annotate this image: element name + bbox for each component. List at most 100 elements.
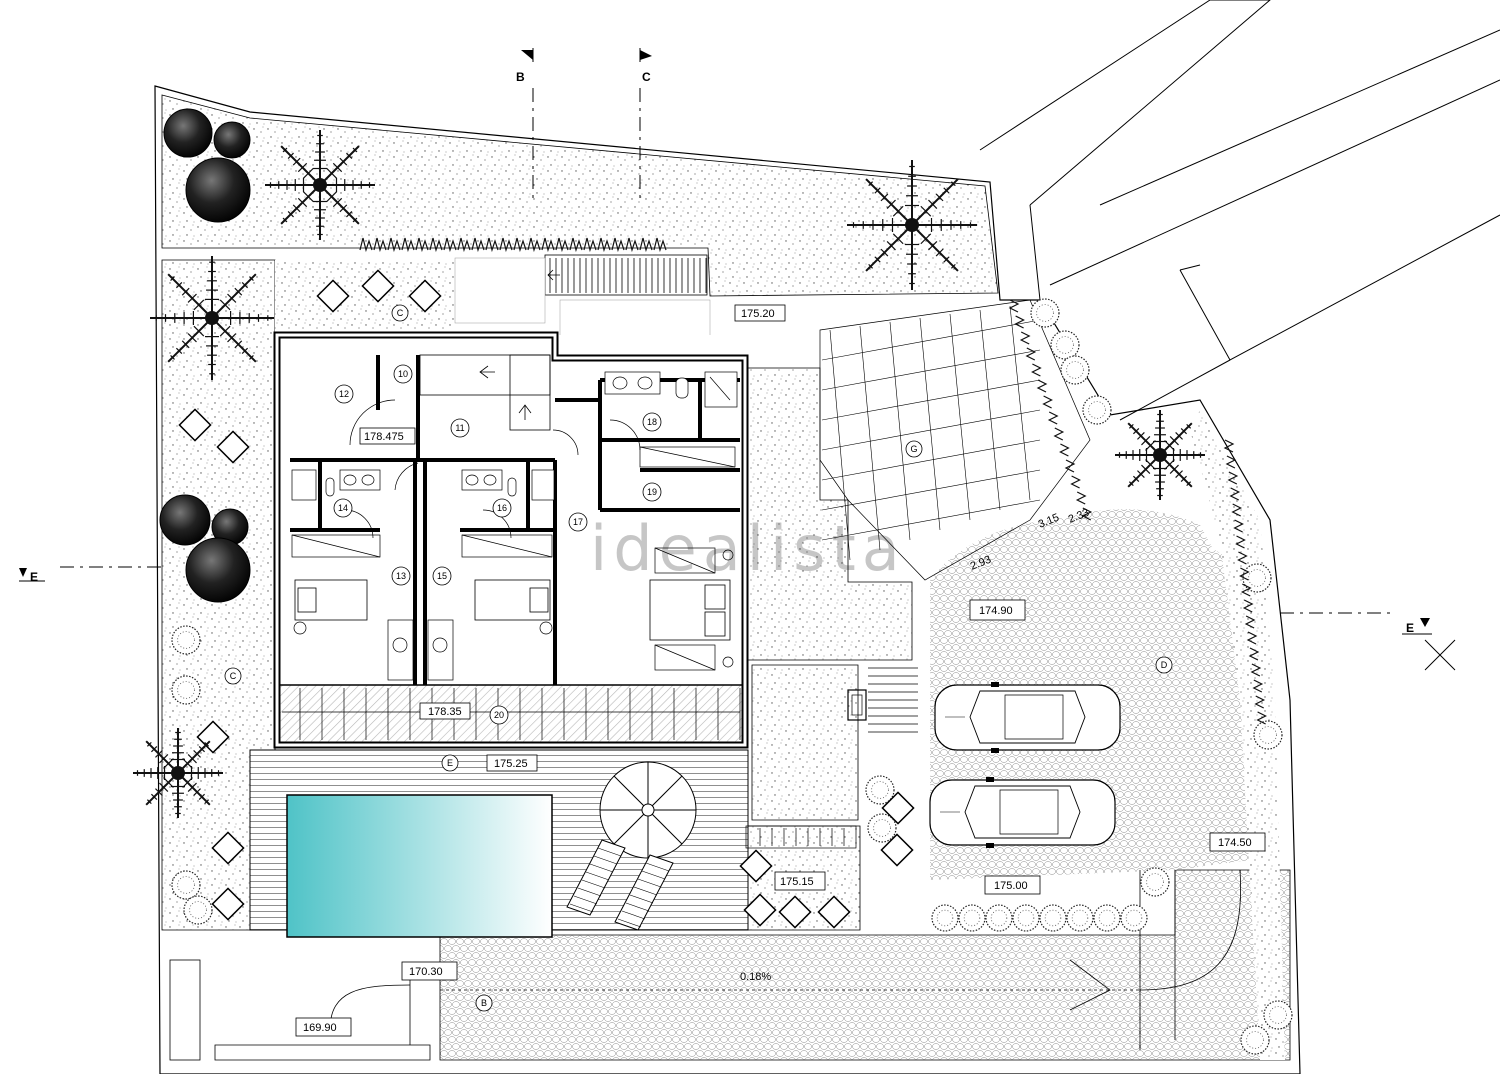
watermark: idealista: [590, 512, 906, 585]
shrub: [1093, 904, 1121, 932]
planter: [211, 887, 245, 921]
tree-canopy: [163, 108, 213, 158]
zone-b: B: [481, 998, 487, 1008]
bed: [294, 579, 731, 641]
shrub: [1066, 904, 1094, 932]
shrub: [1050, 330, 1080, 360]
planter: [778, 895, 812, 929]
zone-c-left: C: [230, 671, 237, 681]
shrub: [171, 625, 201, 655]
level-178-475: 178.475: [364, 431, 404, 443]
room-tags: [224, 304, 1173, 1012]
shrub: [1030, 298, 1060, 328]
planter: [817, 895, 851, 929]
dark-trees: [159, 108, 251, 603]
room-13: 13: [396, 571, 406, 581]
parked-cars: [929, 682, 1121, 848]
umbrella: [599, 761, 697, 859]
room-12: 12: [339, 389, 349, 399]
slope-label: 0.18%: [740, 971, 771, 983]
shrub: [1140, 867, 1170, 897]
shrub: [1039, 904, 1067, 932]
palm-tree: [1115, 410, 1205, 500]
planter: [216, 430, 250, 464]
planter: [881, 791, 915, 825]
room-16: 16: [497, 503, 507, 513]
section-label-e-left: E: [30, 570, 38, 584]
planter: [361, 269, 395, 303]
pool-deck: [249, 749, 749, 938]
palm-tree: [150, 256, 274, 380]
shrub: [1242, 563, 1272, 593]
tree-canopy: [213, 121, 251, 159]
zone-e: E: [447, 758, 453, 768]
car: [934, 682, 1121, 753]
room-10: 10: [398, 369, 408, 379]
car: [929, 777, 1116, 848]
room-20: 20: [494, 710, 504, 720]
level-175-15: 175.15: [780, 876, 814, 888]
shrub: [1263, 1000, 1293, 1030]
shrub: [931, 904, 959, 932]
shrub: [867, 813, 897, 843]
swimming-pool: [286, 794, 553, 938]
section-label-e-right: E: [1406, 621, 1414, 635]
planter-boxes: [178, 269, 915, 929]
planter: [211, 831, 245, 865]
shrub: [985, 904, 1013, 932]
level-178-35: 178.35: [428, 706, 462, 718]
tree-canopy: [185, 157, 251, 223]
palm-tree: [265, 130, 375, 240]
shrub: [865, 775, 895, 805]
section-arrows: [19, 48, 1456, 671]
level-169-90: 169.90: [303, 1022, 337, 1034]
shrub: [1060, 355, 1090, 385]
room-14: 14: [338, 503, 348, 513]
room-18: 18: [647, 417, 657, 427]
section-lines: [60, 88, 1390, 614]
shrub: [1120, 904, 1148, 932]
house: [273, 331, 749, 749]
level-175-25: 175.25: [494, 758, 528, 770]
bathroom-fixtures: [291, 371, 738, 501]
planter: [178, 408, 212, 442]
level-175-20: 175.20: [741, 308, 775, 320]
neighbour-buildings: [979, 0, 1500, 421]
palm-tree: [847, 160, 977, 290]
round-shrubs: [359, 237, 1267, 725]
zone-c-top: C: [397, 308, 404, 318]
level-174-50: 174.50: [1218, 837, 1252, 849]
shrub: [1253, 720, 1283, 750]
level-170-30: 170.30: [409, 966, 443, 978]
room-15: 15: [437, 571, 447, 581]
shrub: [1240, 1025, 1270, 1055]
planter: [408, 279, 442, 313]
level-175-00: 175.00: [994, 880, 1028, 892]
room-17: 17: [573, 517, 583, 527]
planter: [739, 849, 773, 883]
shrub: [1082, 395, 1112, 425]
pergola-g: [819, 299, 1091, 581]
zone-d: D: [1161, 660, 1168, 670]
palm-tree: [133, 728, 223, 818]
shrub: [183, 895, 213, 925]
hedge: [171, 298, 1293, 1055]
shrub: [171, 675, 201, 705]
room-19: 19: [647, 487, 657, 497]
palm-trees: [133, 130, 1205, 818]
shrub: [958, 904, 986, 932]
section-label-b: B: [516, 70, 525, 84]
planter: [316, 279, 350, 313]
sun-loungers: [566, 839, 674, 931]
shrub: [1012, 904, 1040, 932]
level-174-90: 174.90: [979, 605, 1013, 617]
shrub: [171, 870, 201, 900]
tree-canopy: [159, 494, 211, 546]
zone-g: G: [910, 444, 917, 454]
tree-canopy: [185, 537, 251, 603]
level-boxes: [295, 304, 1266, 1037]
planter: [743, 893, 777, 927]
room-11: 11: [455, 423, 464, 433]
section-label-c: C: [642, 70, 651, 84]
